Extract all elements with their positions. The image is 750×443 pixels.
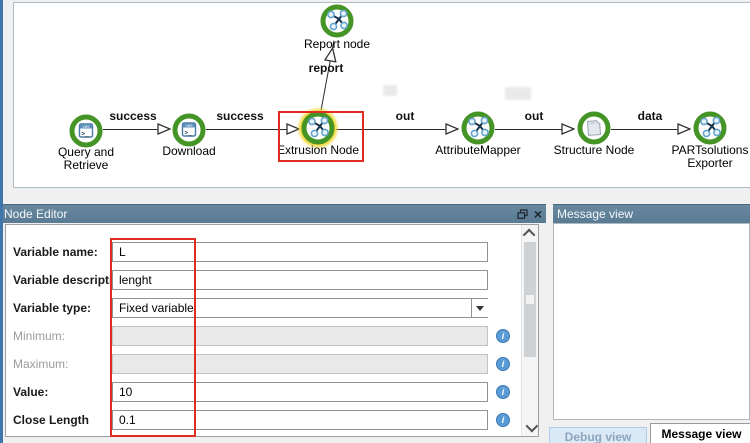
graph-node-icon — [693, 111, 727, 145]
message-view-titlebar[interactable]: Message view — [553, 204, 750, 223]
edge-label: success — [109, 109, 157, 123]
arrowhead-icon — [445, 123, 459, 135]
field-row-minimum: Minimum: i — [6, 326, 518, 346]
close-length-label: Close Length — [13, 413, 90, 427]
node-label: Extrusion Node — [276, 143, 360, 157]
window-left-border — [0, 0, 3, 443]
variable-description-input[interactable] — [112, 270, 488, 290]
arrowhead-icon — [286, 123, 300, 135]
edge-label: data — [637, 109, 663, 123]
maximum-label: Maximum: — [13, 357, 69, 371]
node-editor-form: Variable name: Variable description: Var… — [5, 224, 539, 437]
script-node-icon: VBS >_ — [69, 114, 103, 148]
node-label: Structure Node — [553, 143, 635, 157]
field-row-close-length: Close Length i — [6, 410, 518, 430]
node-query-and-retrieve[interactable]: VBS >_ — [69, 114, 103, 148]
variable-name-label: Variable name: — [13, 245, 98, 259]
document-node-icon — [577, 111, 611, 145]
variable-description-label: Variable description: — [13, 273, 132, 287]
info-icon[interactable]: i — [496, 357, 510, 371]
edge-label: report — [308, 61, 344, 75]
minimum-label: Minimum: — [13, 329, 66, 343]
node-extrusion[interactable] — [301, 111, 335, 145]
tab-debug-view[interactable]: Debug view — [549, 427, 647, 443]
edge-attributemapper-structure — [495, 129, 563, 130]
field-row-variable-description: Variable description: — [6, 270, 518, 290]
node-structure[interactable] — [577, 111, 611, 145]
node-attributemapper[interactable] — [461, 111, 495, 145]
maximum-input — [112, 354, 488, 374]
value-label: Value: — [13, 385, 49, 399]
graph-node-icon — [461, 111, 495, 145]
close-panel-icon[interactable]: × — [533, 206, 542, 222]
tab-message-view[interactable]: Message view — [650, 423, 750, 443]
minimum-input — [112, 326, 488, 346]
arrowhead-icon — [561, 123, 575, 135]
graph-node-icon — [320, 4, 354, 38]
svg-text:VBS: VBS — [185, 124, 193, 128]
field-row-variable-type: Variable type: — [6, 298, 518, 318]
edge-structure-exporter — [611, 129, 679, 130]
info-icon[interactable]: i — [496, 385, 510, 399]
canvas-artifact — [505, 87, 531, 100]
scroll-down-button[interactable] — [522, 419, 538, 435]
node-editor-titlebar[interactable]: Node Editor × — [0, 204, 546, 223]
field-row-value: Value: i — [6, 382, 518, 402]
field-row-maximum: Maximum: i — [6, 354, 518, 374]
edge-extrusion-attributemapper — [336, 129, 447, 130]
node-label: PARTsolutions Exporter — [671, 143, 749, 170]
info-icon[interactable]: i — [496, 329, 510, 343]
edge-label: out — [395, 109, 415, 123]
close-length-input[interactable] — [112, 410, 488, 430]
node-label: Report node — [303, 37, 371, 51]
chevron-down-icon — [525, 419, 538, 432]
chevron-up-icon — [522, 228, 535, 241]
form-scrollbar[interactable] — [521, 225, 538, 436]
script-node-icon: VBS >_ — [172, 113, 206, 147]
node-label: Download — [162, 144, 216, 158]
canvas-artifact — [383, 85, 397, 96]
node-report[interactable] — [320, 4, 354, 38]
scroll-up-button[interactable] — [522, 225, 538, 241]
arrowhead-icon — [677, 123, 691, 135]
node-label: Query and Retrieve — [57, 145, 115, 172]
node-download[interactable]: VBS >_ — [172, 113, 206, 147]
edge-label: out — [524, 109, 544, 123]
info-icon[interactable]: i — [496, 413, 510, 427]
message-view-title: Message view — [557, 207, 634, 221]
svg-text:>_: >_ — [82, 131, 90, 138]
edge-label: success — [216, 109, 264, 123]
variable-type-label: Variable type: — [13, 301, 92, 315]
variable-type-dropdown-button[interactable] — [471, 299, 488, 317]
field-row-variable-name: Variable name: — [6, 242, 518, 262]
variable-name-input[interactable] — [112, 242, 488, 262]
float-panel-icon[interactable] — [517, 208, 528, 220]
svg-text:>_: >_ — [185, 130, 193, 137]
message-view-content[interactable] — [553, 223, 750, 420]
edge-query-download — [103, 129, 158, 130]
node-partsolutions-exporter[interactable] — [693, 111, 727, 145]
arrowhead-up-icon — [323, 46, 337, 63]
value-input[interactable] — [112, 382, 488, 402]
node-editor-title: Node Editor — [4, 207, 68, 221]
graph-node-icon — [301, 111, 335, 145]
workflow-canvas[interactable]: success success out out data report VBS … — [13, 2, 750, 188]
scrollbar-thumb[interactable] — [524, 242, 536, 357]
scrollbar-grip — [526, 295, 534, 304]
edge-download-extrusion — [206, 129, 288, 130]
arrowhead-icon — [157, 123, 171, 135]
node-label: AttributeMapper — [435, 143, 521, 157]
chevron-down-icon — [476, 305, 484, 311]
variable-type-select[interactable] — [112, 298, 488, 318]
svg-text:VBS: VBS — [82, 125, 90, 129]
